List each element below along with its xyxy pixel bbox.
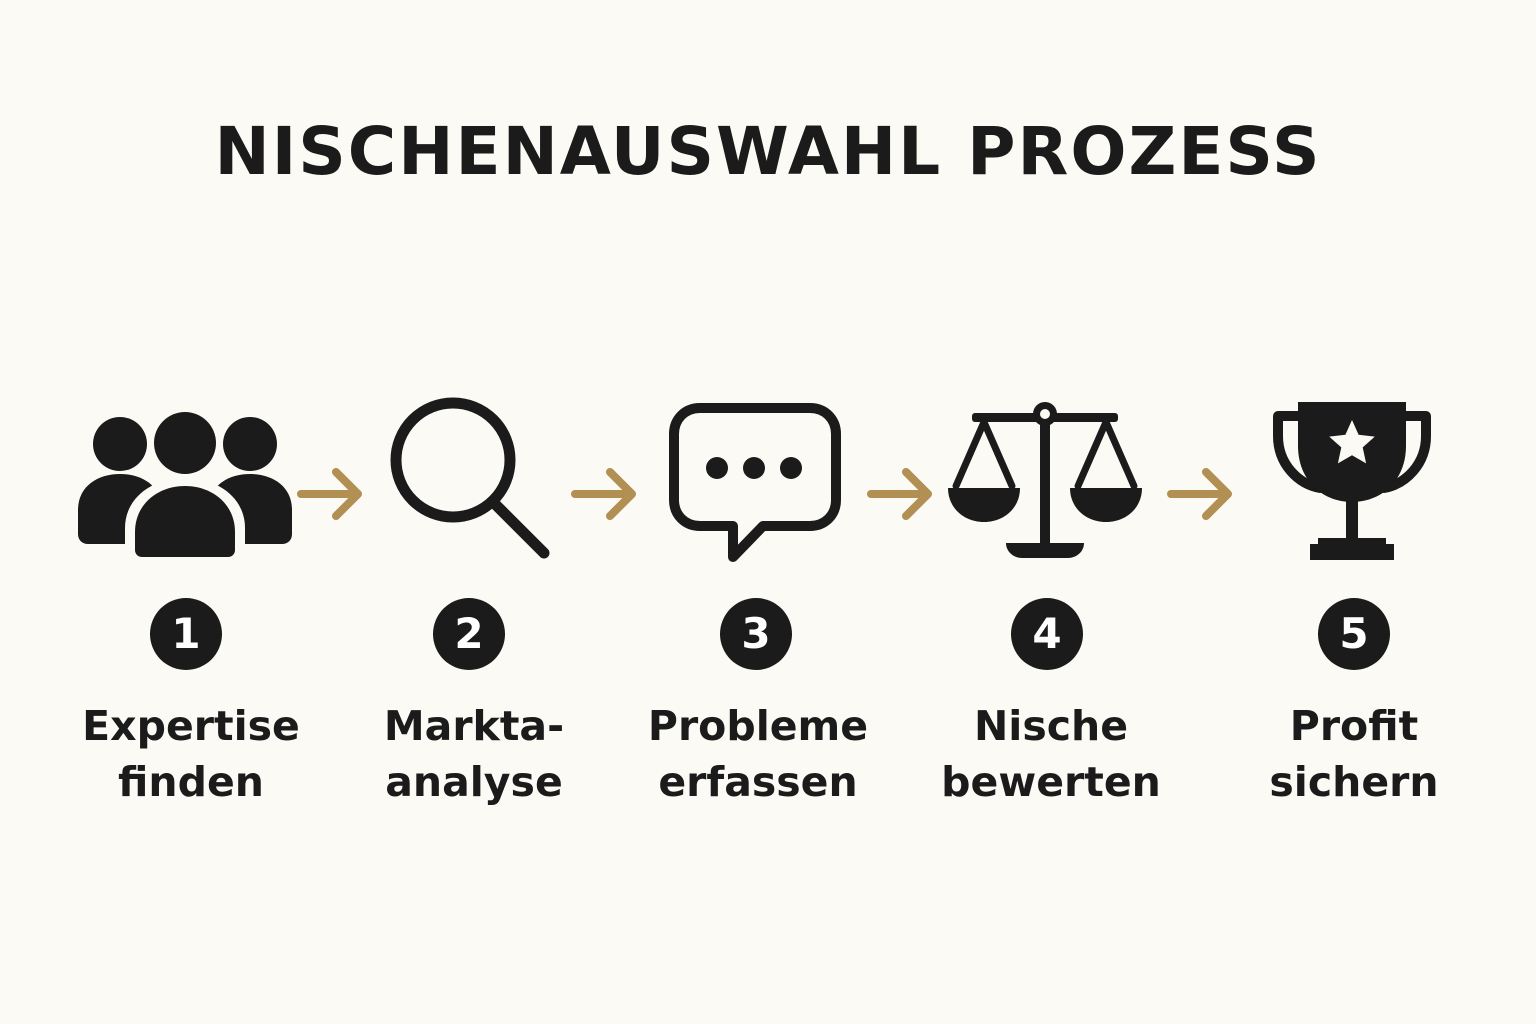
magnifier-icon bbox=[390, 397, 550, 559]
arrow-right-icon bbox=[1167, 468, 1232, 520]
step-label-line: Expertise bbox=[82, 702, 300, 750]
step-number-badge: 1 bbox=[150, 598, 222, 670]
step-label-line: Nische bbox=[973, 702, 1129, 750]
diagram-title: NISCHENAUSWAHL PROZESS bbox=[214, 113, 1322, 190]
step-label-line: bewerten bbox=[941, 758, 1161, 806]
balance-scale-icon bbox=[948, 402, 1142, 558]
trophy-icon bbox=[1273, 402, 1431, 560]
step-number-badge: 3 bbox=[720, 598, 792, 670]
step-label-line: erfassen bbox=[658, 758, 858, 806]
arrow-right-icon bbox=[297, 468, 362, 520]
step-number-badge: 4 bbox=[1011, 598, 1083, 670]
arrow-right-icon bbox=[571, 468, 636, 520]
arrow-right-icon bbox=[867, 468, 932, 520]
step-label-line: Markta- bbox=[383, 702, 565, 750]
step-label-line: analyse bbox=[385, 758, 563, 806]
step-label: Profit sichern bbox=[1204, 698, 1504, 810]
step-label-line: sichern bbox=[1269, 758, 1439, 806]
step-label: Expertise finden bbox=[41, 698, 341, 810]
step-label-line: finden bbox=[118, 758, 264, 806]
step-label: Nische bewerten bbox=[901, 698, 1201, 810]
step-label-line: Probleme bbox=[647, 702, 869, 750]
people-group-icon bbox=[78, 410, 292, 558]
step-number-badge: 5 bbox=[1318, 598, 1390, 670]
step-label: Probleme erfassen bbox=[608, 698, 908, 810]
step-number-badge: 2 bbox=[433, 598, 505, 670]
step-label-line: Profit bbox=[1289, 702, 1419, 750]
speech-bubble-icon bbox=[669, 403, 841, 562]
step-label: Markta- analyse bbox=[324, 698, 624, 810]
